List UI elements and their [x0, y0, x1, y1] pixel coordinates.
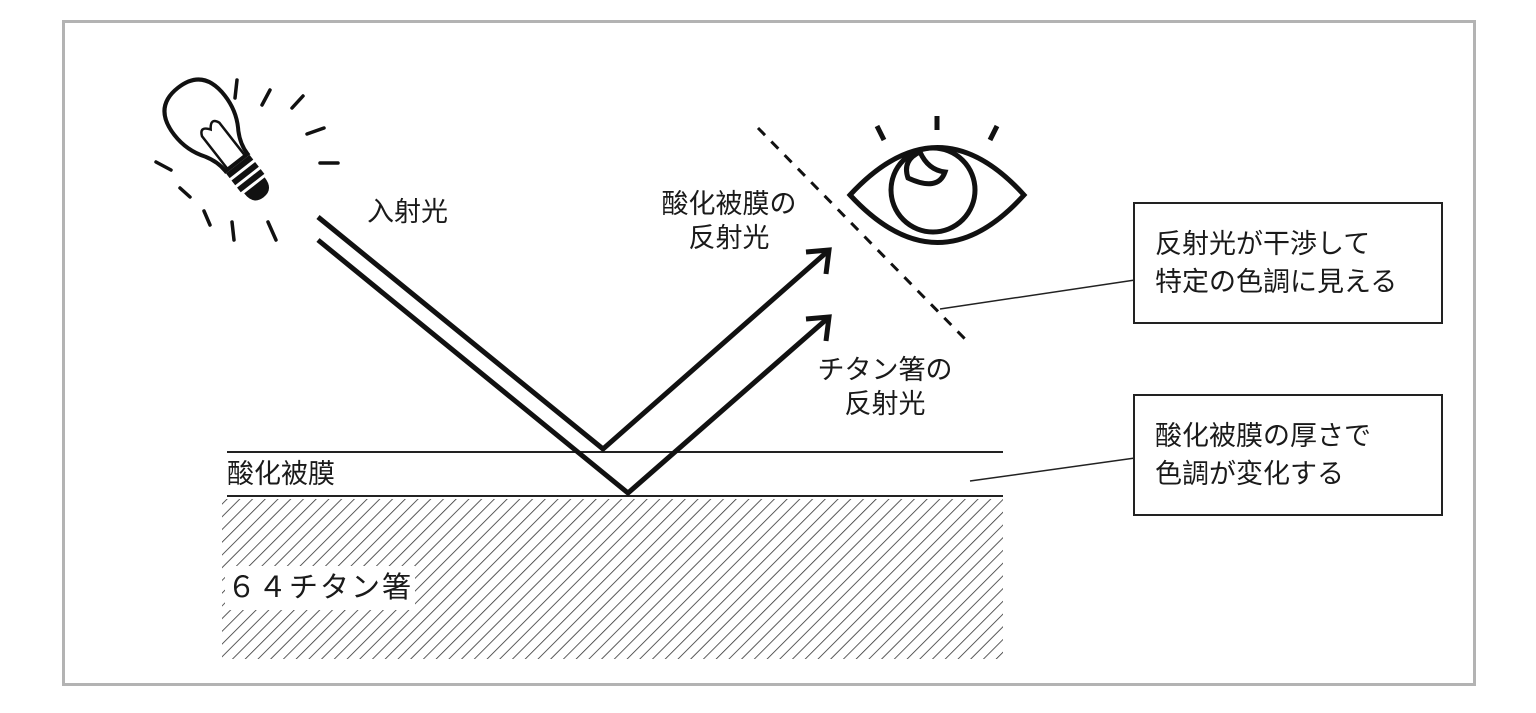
eye-icon: [846, 116, 1028, 245]
thickness-callout-line1: 酸化被膜の厚さで: [1155, 421, 1371, 452]
substrate-label-bg: [225, 566, 415, 610]
thickness-leader-line: [969, 457, 1136, 482]
oxide-reflection-label-line1: 酸化被膜の: [661, 189, 797, 220]
titanium-reflection-ray: [316, 238, 830, 497]
interference-callout: 反射光が干渉して 特定の色調に見える: [1133, 202, 1443, 324]
titanium-reflection-label-line1: チタン箸の: [817, 355, 953, 386]
light-bulb-icon: [162, 77, 270, 201]
titanium-reflection-label: チタン箸の 反射光: [800, 354, 970, 422]
arrowhead-upper: [805, 247, 832, 275]
incident-light-label: 入射光: [367, 197, 448, 228]
viewing-plane-dashed-line: [756, 126, 968, 342]
light-rays: [316, 215, 832, 497]
oxide-reflection-label-line2: 反射光: [688, 223, 770, 254]
thickness-callout: 酸化被膜の厚さで 色調が変化する: [1133, 394, 1443, 516]
oxide-layer-label: 酸化被膜: [227, 459, 335, 490]
oxide-reflection-ray: [316, 215, 830, 453]
interference-leader-line: [939, 279, 1136, 310]
light-rays-icon: [154, 78, 340, 242]
interference-callout-line1: 反射光が干渉して: [1155, 229, 1371, 260]
interference-callout-line2: 特定の色調に見える: [1155, 267, 1398, 298]
thickness-callout-line2: 色調が変化する: [1155, 459, 1344, 490]
layers: [222, 451, 1003, 659]
arrowhead-lower: [805, 314, 832, 342]
substrate-label: ６４チタン箸: [227, 570, 414, 604]
titanium-reflection-label-line2: 反射光: [844, 389, 926, 420]
oxide-reflection-label: 酸化被膜の 反射光: [644, 188, 814, 256]
